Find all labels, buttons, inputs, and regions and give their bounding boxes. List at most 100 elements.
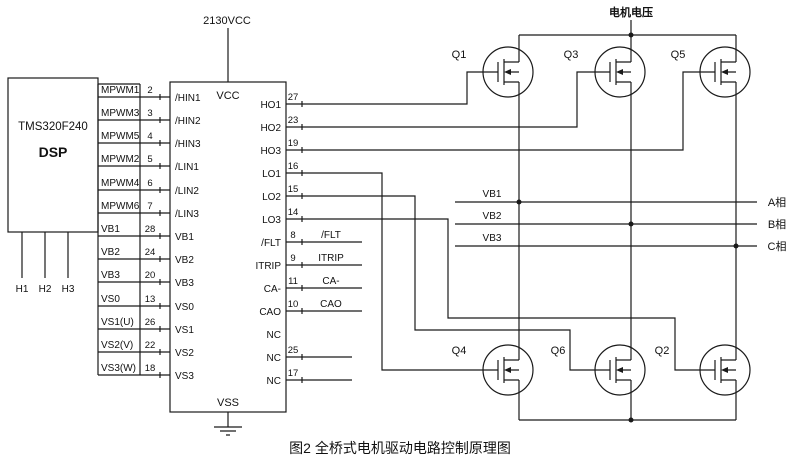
phase-c-label: C相 <box>768 240 787 253</box>
driver-left-pin: VB1 <box>175 232 194 243</box>
driver-pin-number: 15 <box>288 184 299 195</box>
hall-leads <box>21 232 69 278</box>
dsp-pin-number: 13 <box>145 294 156 305</box>
driver-right-pin: HO3 <box>260 146 281 157</box>
driver-left-pin: /LIN2 <box>175 186 199 197</box>
ho2-wire <box>286 71 610 128</box>
driver-pin-number: 8 <box>290 230 295 241</box>
dsp-pin-label: VS0 <box>101 294 120 305</box>
dsp-pin-number: 26 <box>145 317 156 328</box>
driver-pin-number: 14 <box>288 207 299 218</box>
junction-phase-a <box>516 199 522 205</box>
dsp-title: TMS320F240 <box>18 121 88 133</box>
junction-motor-voltage <box>628 32 634 38</box>
dsp-pin-number: 28 <box>145 224 156 235</box>
driver-right-pin: HO2 <box>260 123 281 134</box>
bridge-mid-links <box>518 82 737 360</box>
dsp-pin-label: MPWM2 <box>101 154 140 165</box>
dsp-pin-label: VS1(U) <box>101 317 134 328</box>
driver-pin-number: 27 <box>288 92 299 103</box>
mosfet-label-q4: Q4 <box>452 345 467 357</box>
dsp-pin-label: MPWM6 <box>101 201 140 212</box>
driver-left-pin: /LIN3 <box>175 209 199 220</box>
phase-node-vb1: VB1 <box>483 189 502 200</box>
mosfet-label-q1: Q1 <box>452 49 467 61</box>
ho1-wire <box>286 71 498 105</box>
driver-pin-number: 11 <box>288 276 298 287</box>
driver-pin-number: 19 <box>288 138 299 149</box>
driver-right-pin: CAO <box>259 307 281 318</box>
ground-symbol <box>214 412 242 436</box>
driver-right-pin: ITRIP <box>255 261 281 272</box>
driver-vss-pin: VSS <box>217 397 239 409</box>
dsp-to-driver-wires <box>98 96 170 376</box>
driver-left-pin: VB3 <box>175 278 194 289</box>
mosfet-label-q6: Q6 <box>551 345 566 357</box>
dsp-pin-label: VB1 <box>101 224 120 235</box>
junction-phase-c <box>733 243 739 249</box>
driver-stub-wires <box>286 241 362 381</box>
dsp-pin-label: MPWM5 <box>101 131 140 142</box>
driver-left-pin: VS0 <box>175 302 194 313</box>
dsp-pin-number: 4 <box>147 131 152 142</box>
phase-a-label: A相 <box>768 196 786 209</box>
mosfet-label-q5: Q5 <box>671 49 686 61</box>
dsp-pin-label: VS2(V) <box>101 340 133 351</box>
driver-right-pin: NC <box>267 330 281 341</box>
driver-pin-number: 10 <box>288 299 299 310</box>
driver-left-pin: VB2 <box>175 255 194 266</box>
driver-left-pin: /HIN1 <box>175 93 201 104</box>
driver-left-pin: VS3 <box>175 371 194 382</box>
itrip-stub-label: ITRIP <box>318 253 344 264</box>
lo3-wire <box>286 218 715 371</box>
mosfet-label-q3: Q3 <box>564 49 579 61</box>
dsp-pin-number: 22 <box>145 340 156 351</box>
driver-right-pin: NC <box>267 353 281 364</box>
dsp-pin-label: MPWM1 <box>101 85 140 96</box>
ho3-wire <box>286 71 715 151</box>
dsp-pin-number: 5 <box>147 154 152 165</box>
mosfet-q3-body <box>594 46 646 98</box>
mosfet-q2-body <box>699 344 751 396</box>
wire-layer <box>7 20 757 436</box>
driver-right-pin: NC <box>267 376 281 387</box>
motor-voltage-rail <box>518 20 737 62</box>
motor-voltage-label: 电机电压 <box>609 5 653 19</box>
q5-arrow <box>721 69 728 75</box>
dsp-pin-label: VB2 <box>101 247 120 258</box>
phase-lines <box>455 201 757 247</box>
driver-vcc-pin: VCC <box>216 90 239 102</box>
driver-left-pin: VS1 <box>175 325 194 336</box>
junction-bottom-rail <box>628 417 634 423</box>
dsp-pin-label: MPWM4 <box>101 178 140 189</box>
mosfet-q4-body <box>482 344 534 396</box>
dsp-pin-ladder <box>97 83 141 375</box>
driver-right-pin: LO1 <box>262 169 281 180</box>
q4-arrow <box>504 367 511 373</box>
mosfet-q1-body <box>482 46 534 98</box>
hall-pin-h3: H3 <box>62 284 75 295</box>
driver-left-pin: /HIN2 <box>175 116 201 127</box>
flt-stub-label: /FLT <box>321 230 341 241</box>
mosfet-q6-body <box>594 344 646 396</box>
driver-right-pin: LO2 <box>262 192 281 203</box>
driver-left-pin: /LIN1 <box>175 162 199 173</box>
q2-arrow <box>721 367 728 373</box>
driver-pin-number: 9 <box>290 253 295 264</box>
dsp-pin-number: 24 <box>145 247 156 258</box>
dsp-pin-label: MPWM3 <box>101 108 140 119</box>
dsp-pin-number: 18 <box>145 363 156 374</box>
dsp-pin-number: 7 <box>147 201 152 212</box>
q6-arrow <box>616 367 623 373</box>
driver-left-pin: VS2 <box>175 348 194 359</box>
figure-caption: 图2 全桥式电机驱动电路控制原理图 <box>289 440 511 456</box>
dsp-pin-label: VS3(W) <box>101 363 136 374</box>
dsp-pin-number: 6 <box>147 178 152 189</box>
lo1-wire <box>286 172 498 371</box>
junction-dots <box>516 32 739 423</box>
q3-arrow <box>616 69 623 75</box>
ca-minus-stub-label: CA- <box>322 276 339 287</box>
bottom-rail <box>518 380 737 421</box>
driver-pin-number: 16 <box>288 161 299 172</box>
